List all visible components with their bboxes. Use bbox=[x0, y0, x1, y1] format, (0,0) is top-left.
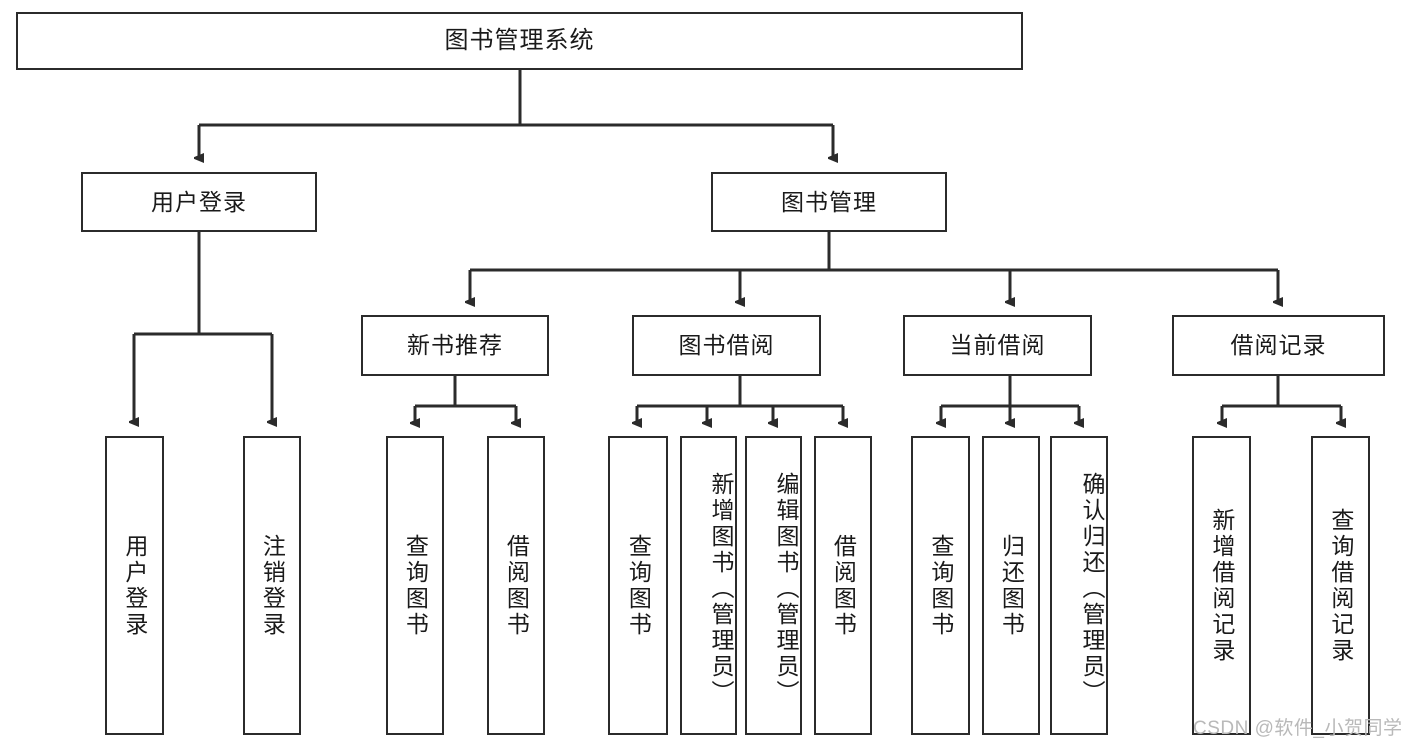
node-label: 用户登录 bbox=[151, 188, 247, 215]
node-label: 当前借阅 bbox=[949, 332, 1046, 359]
node-label: 确认归还（管理员） bbox=[1079, 471, 1105, 706]
node-label: 查询图书 bbox=[927, 533, 954, 638]
node-label: 归还图书 bbox=[998, 533, 1025, 638]
leaf-record-query-record[interactable]: 查询借阅记录 bbox=[1311, 436, 1370, 735]
leaf-user-login-login[interactable]: 用户登录 bbox=[105, 436, 164, 735]
node-label: 新书推荐 bbox=[407, 332, 503, 359]
leaf-borrow-edit-book-admin[interactable]: 编辑图书（管理员） bbox=[745, 436, 802, 735]
node-label: 查询图书 bbox=[625, 533, 652, 638]
leaf-record-add-record[interactable]: 新增借阅记录 bbox=[1192, 436, 1251, 735]
leaf-current-confirm-return-admin[interactable]: 确认归还（管理员） bbox=[1050, 436, 1108, 735]
node-label: 借阅记录 bbox=[1230, 332, 1327, 359]
leaf-borrow-borrow-book[interactable]: 借阅图书 bbox=[814, 436, 872, 735]
node-label: 图书借阅 bbox=[678, 332, 775, 359]
leaf-current-query-book[interactable]: 查询图书 bbox=[911, 436, 970, 735]
node-root-system[interactable]: 图书管理系统 bbox=[16, 12, 1023, 70]
csdn-watermark: CSDN @软件_小贺同学 bbox=[1193, 718, 1403, 739]
node-current-borrow[interactable]: 当前借阅 bbox=[903, 315, 1092, 376]
node-label: 借阅图书 bbox=[830, 533, 857, 638]
node-label: 新增借阅记录 bbox=[1208, 507, 1235, 664]
node-label: 查询图书 bbox=[402, 533, 429, 638]
node-label: 图书管理系统 bbox=[444, 27, 595, 54]
leaf-new-book-query[interactable]: 查询图书 bbox=[386, 436, 444, 735]
node-new-book-recommend[interactable]: 新书推荐 bbox=[361, 315, 549, 376]
leaf-user-login-logout[interactable]: 注销登录 bbox=[243, 436, 301, 735]
leaf-new-book-borrow[interactable]: 借阅图书 bbox=[487, 436, 545, 735]
leaf-borrow-query-book[interactable]: 查询图书 bbox=[608, 436, 668, 735]
node-book-management[interactable]: 图书管理 bbox=[711, 172, 947, 232]
node-label: 编辑图书（管理员） bbox=[773, 471, 799, 706]
node-label: 借阅图书 bbox=[503, 533, 530, 638]
node-borrow-record[interactable]: 借阅记录 bbox=[1172, 315, 1385, 376]
node-label: 查询借阅记录 bbox=[1327, 507, 1354, 664]
leaf-borrow-add-book-admin[interactable]: 新增图书（管理员） bbox=[680, 436, 737, 735]
leaf-current-return-book[interactable]: 归还图书 bbox=[982, 436, 1040, 735]
node-book-borrow[interactable]: 图书借阅 bbox=[632, 315, 821, 376]
node-label: 图书管理 bbox=[781, 188, 877, 215]
node-label: 用户登录 bbox=[121, 533, 148, 638]
node-label: 注销登录 bbox=[259, 533, 286, 638]
node-label: 新增图书（管理员） bbox=[708, 471, 734, 706]
node-user-login[interactable]: 用户登录 bbox=[81, 172, 317, 232]
